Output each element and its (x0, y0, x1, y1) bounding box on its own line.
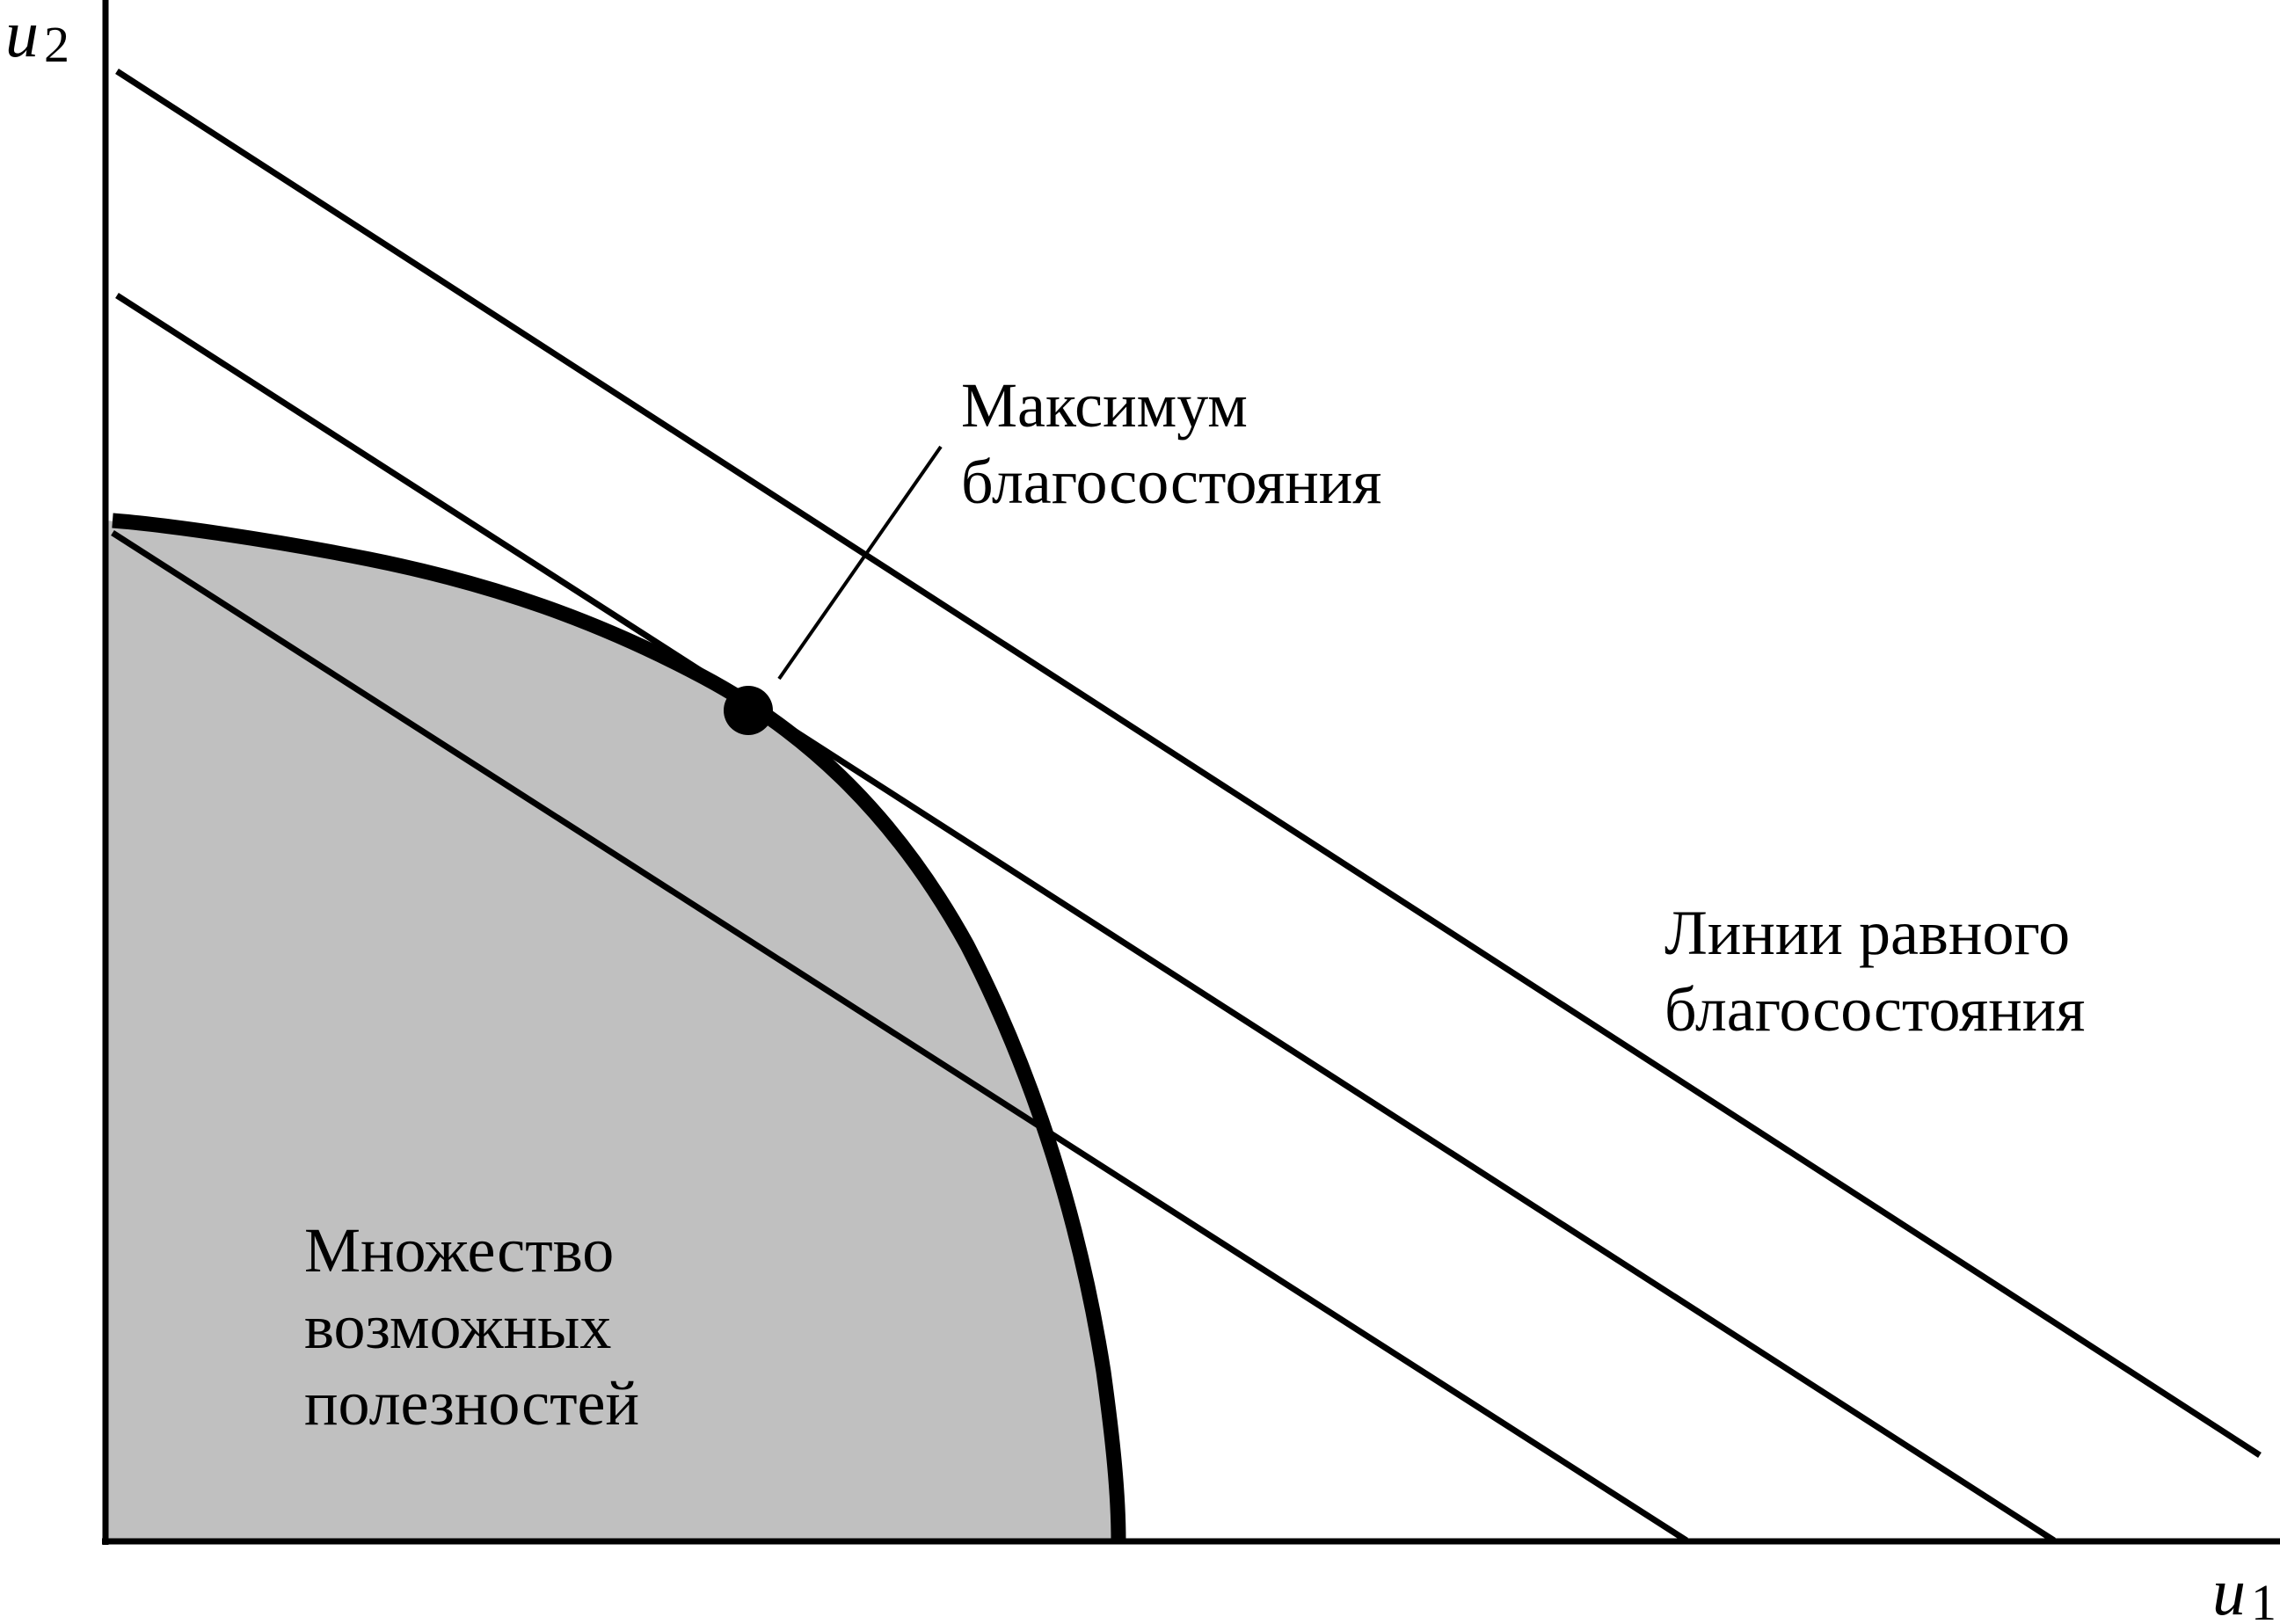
iso-welfare-lines-label: Линии равного благосостояния (1664, 898, 2086, 1045)
iso-welfare-line-low (111, 530, 1688, 1543)
iso-welfare-line-tangent (115, 293, 2056, 1543)
utility-set-label: Множество возможных полезностей (304, 1215, 639, 1438)
maximum-label: Максимум благосостояния (961, 370, 1381, 517)
maximum-pointer-line (777, 445, 943, 681)
utility-possibility-set (106, 521, 1118, 1541)
welfare-maximum-point (724, 686, 773, 735)
iso-welfare-line-high (115, 69, 2262, 1458)
utility-possibility-frontier (112, 513, 1126, 1542)
